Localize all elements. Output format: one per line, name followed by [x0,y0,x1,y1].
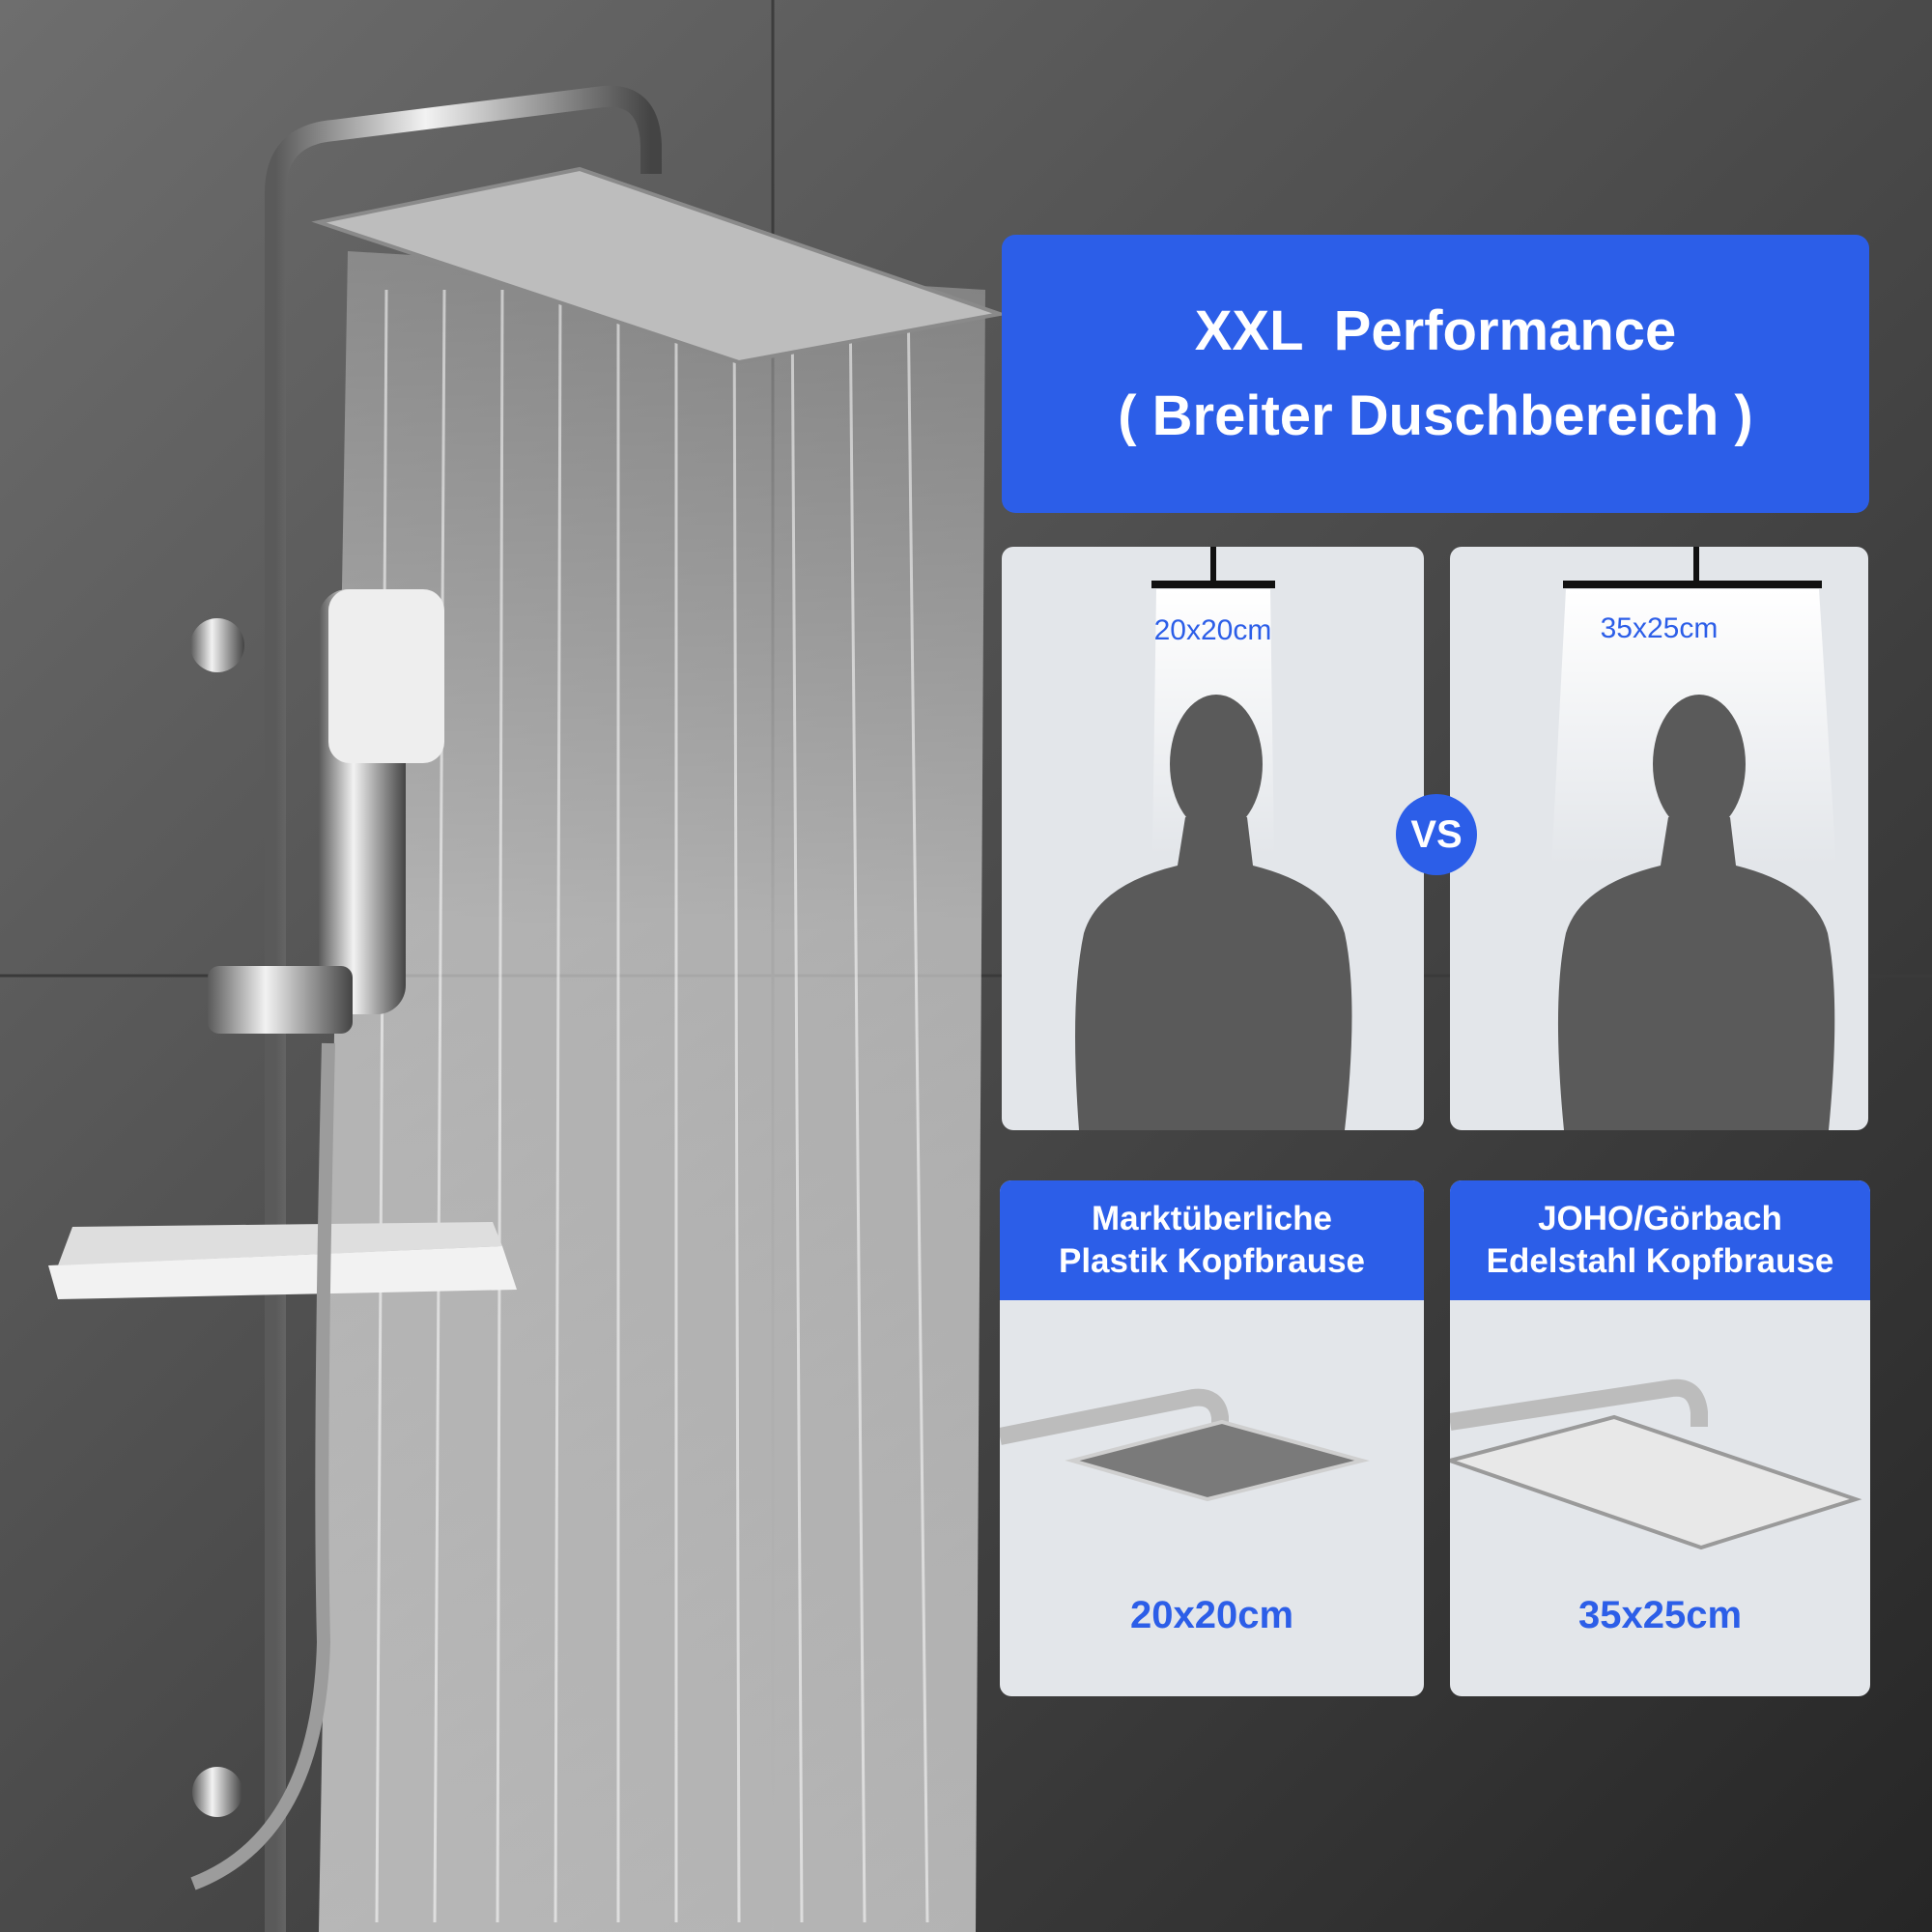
product-size: 35x25cm [1577,1594,1743,1636]
caption-line1: Marktüberliche [1092,1200,1332,1237]
small-shower-coverage-illustration [1075,547,1352,1130]
small-size-label: 20x20cm [1153,614,1272,646]
product-size: 20x20cm [1129,1594,1294,1636]
product-caption: Marktüberliche Plastik Kopfbrause [1000,1180,1424,1300]
caption-line2: Edelstahl Kopfbrause [1486,1242,1834,1280]
large-shower-coverage-illustration [1551,547,1836,1130]
product-caption: JOHO/Görbach Edelstahl Kopfbrause [1450,1180,1870,1300]
caption-line2: Plastik Kopfbrause [1058,1242,1366,1280]
vs-badge: VS [1396,794,1477,875]
headline-line2: ( Breiter Duschbereich ) [1118,384,1753,447]
headline-box: XXL Performance ( Breiter Duschbereich ) [1002,235,1869,513]
product-panel-plastic: Marktüberliche Plastik Kopfbrause 20x20c… [1000,1180,1424,1696]
comparison-panel-large: 35x25cm [1450,547,1868,1130]
plastic-showerhead-image [1000,1388,1370,1502]
large-size-label: 35x25cm [1600,612,1719,644]
caption-line1: JOHO/Görbach [1538,1200,1782,1237]
product-panel-steel: JOHO/Görbach Edelstahl Kopfbrause 35x25c… [1450,1180,1870,1696]
comparison-panel-small: 20x20cm [1002,547,1424,1130]
steel-showerhead-image [1450,1378,1862,1550]
headline-line1: XXL Performance [1194,299,1677,362]
